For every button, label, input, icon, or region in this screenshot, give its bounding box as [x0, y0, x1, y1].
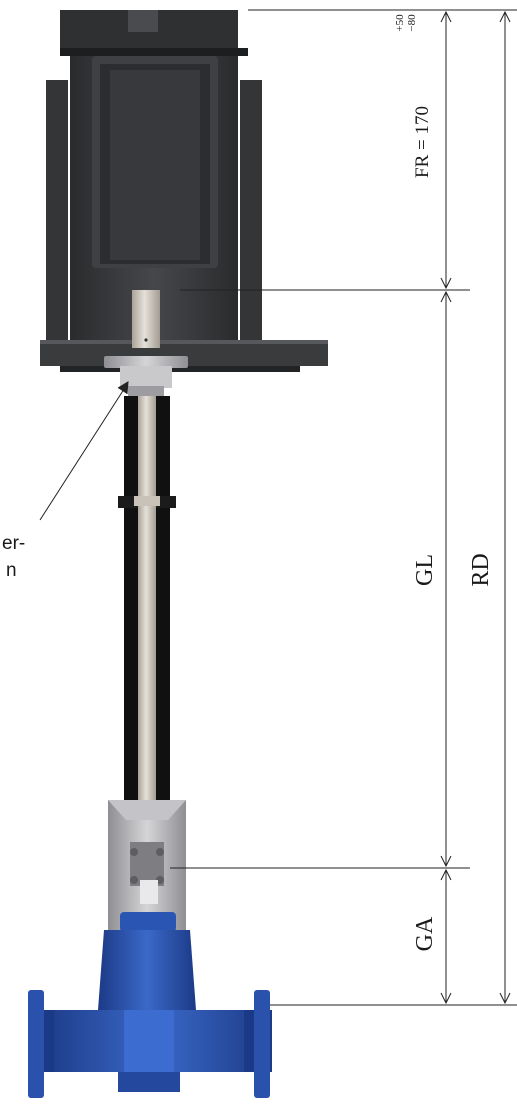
adapter-bracket: [108, 800, 186, 936]
component-callout: er- n: [0, 530, 25, 584]
stem-top-stub: [132, 290, 160, 348]
tolerance-minus-label: −80: [406, 14, 418, 32]
callout-leader: [39, 385, 127, 521]
gl-dimension-label: GL: [412, 554, 438, 586]
gate-valve-body: [28, 912, 272, 1098]
dimension-lines: [39, 9, 517, 1006]
ga-dimension-label: GA: [412, 916, 438, 952]
surface-box-housing: [40, 10, 328, 372]
extension-stem: [134, 396, 160, 866]
callout-line-1: er-: [2, 533, 26, 554]
tolerance-plus-label: +50: [394, 14, 406, 32]
rd-dimension-label: RD: [468, 553, 494, 587]
guide-bushing: [104, 356, 188, 396]
fr-dimension-label: FR = 170: [412, 106, 433, 178]
callout-line-2: n: [6, 560, 17, 581]
